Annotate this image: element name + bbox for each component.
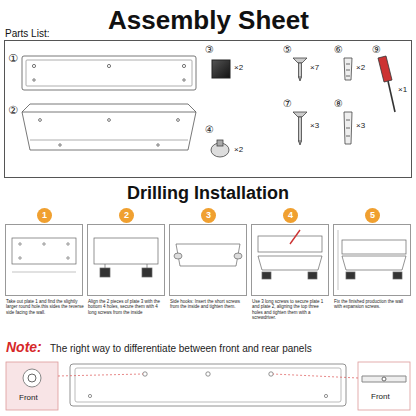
step-caption: Align the 2 pieces of plate 3 with the b… [88,299,166,315]
short-screw [293,58,307,81]
step-panel: 5Fix the finished production the wall wi… [333,224,411,296]
front-inset-right [273,362,410,410]
quantity: ×2 [356,64,365,73]
step-panel: 3Side hooks: Insert the short screws fro… [169,224,247,296]
step-number: 5 [365,208,380,223]
step-number: 4 [283,208,298,223]
quantity: ×3 [356,122,365,131]
part-number: ④ [205,124,214,135]
step-four-figure [258,230,322,279]
step-caption: Fix the finished production the wall wit… [334,299,412,310]
step-panel: 2Align the 2 pieces of plate 3 with the … [87,224,165,296]
note-text: The right way to differentiate between f… [50,343,312,354]
step-caption: Side hooks: Insert the short screws from… [170,299,248,310]
step-two-figure [94,238,158,277]
step-one-figure [12,238,76,272]
quantity: ×3 [310,122,319,131]
part-number: ⑤ [283,44,292,55]
adhesive-pad [212,60,230,78]
part-number: ⑥ [334,44,343,55]
quantity: ×1 [398,86,407,95]
rear-panel [70,364,346,406]
step-five-figure [338,230,406,290]
part-number: ① [8,52,18,64]
step-number: 2 [119,208,134,223]
note-label: Note: [6,340,42,355]
part-number: ⑨ [372,44,381,55]
quantity: ×2 [234,146,243,155]
front-label: Front [371,393,390,402]
screwdriver [378,56,395,112]
step-panel: 1Take out plate 1 and find the slightly … [5,224,83,296]
short-anchor [344,58,352,80]
quantity: ×7 [310,64,319,73]
step-three-figure [174,244,242,266]
step-number: 1 [37,208,52,223]
quantity: ×2 [234,64,243,73]
sheet-title: Assembly Sheet [108,6,309,35]
front-inset-left [6,362,143,410]
side-hook [211,140,229,157]
section-heading: Drilling Installation [127,184,289,204]
part-number: ② [8,104,18,116]
long-screw [293,112,307,145]
front-label: Front [19,394,38,403]
step-panel: 4Use 3 long screws to secure plate 1 and… [251,224,329,296]
plate-two [22,104,196,150]
part-number: ⑦ [283,98,292,109]
step-caption: Use 3 long screws to secure plate 1 and … [252,299,330,321]
step-caption: Take out plate 1 and find the slightly l… [6,299,84,315]
step-number: 3 [201,208,216,223]
part-number: ③ [205,44,214,55]
parts-list-box: Parts List: [4,40,412,178]
plate-one [22,56,196,90]
box-heading: Parts List: [5,28,49,39]
expansion-anchor [344,112,352,144]
part-number: ⑧ [334,98,343,109]
